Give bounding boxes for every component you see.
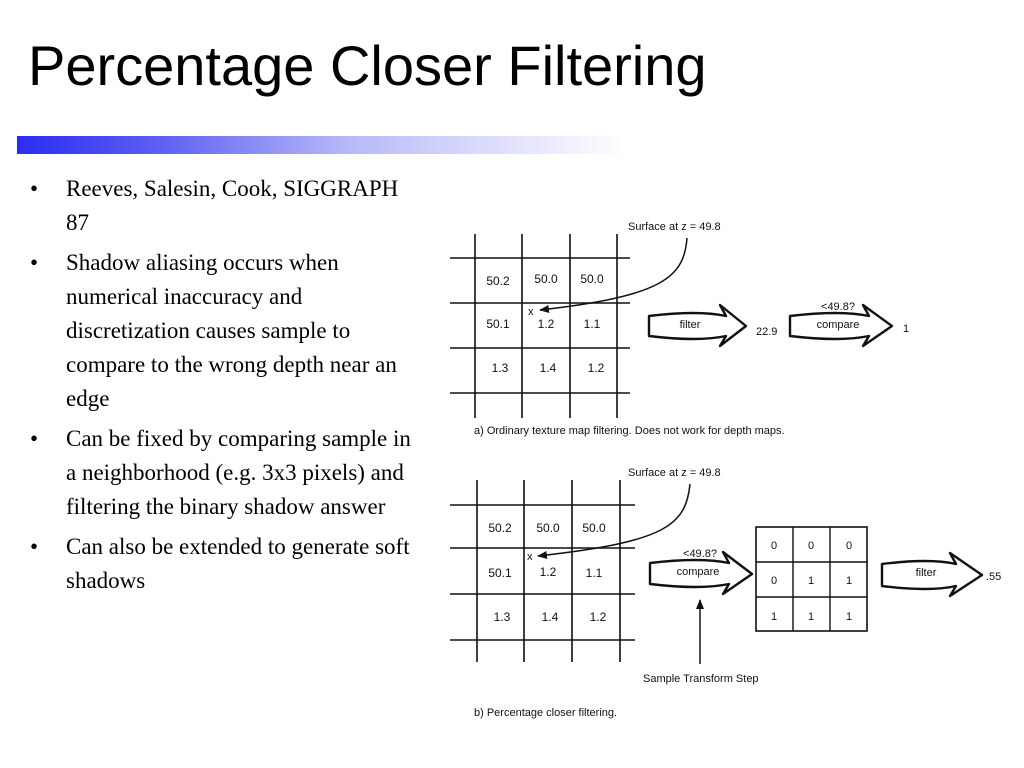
binary-cell: 0	[771, 540, 777, 552]
panel-b-depth-values: 50.2 50.0 50.0 50.1 1.2 1.1 1.3 1.4 1.2	[488, 521, 606, 624]
bullet-list: Reeves, Salesin, Cook, SIGGRAPH 87 Shado…	[28, 172, 418, 604]
surface-pointer-arrow	[537, 483, 691, 559]
binary-cell: 1	[846, 575, 852, 587]
sample-x-mark: x	[528, 306, 534, 318]
panel-a-grid-lines	[450, 234, 630, 418]
surface-pointer-arrow	[539, 237, 688, 313]
bullet-item: Reeves, Salesin, Cook, SIGGRAPH 87	[28, 172, 418, 240]
depth-cell: 50.2	[486, 274, 510, 288]
depth-cell: 50.1	[486, 317, 510, 331]
filter-arrow: filter	[647, 303, 748, 348]
depth-cell: 50.0	[534, 272, 558, 286]
compare-arrow: compare	[648, 550, 754, 596]
panel-a: 50.2 50.0 50.0 50.1 1.2 1.1 1.3 1.4 1.2 …	[450, 221, 909, 437]
depth-cell: 1.2	[590, 610, 607, 624]
compare-label: compare	[817, 319, 860, 331]
binary-cell: 0	[846, 540, 852, 552]
panel-a-depth-values: 50.2 50.0 50.0 50.1 1.2 1.1 1.3 1.4 1.2	[486, 272, 604, 375]
panel-b-grid-lines	[450, 480, 635, 662]
compare-result: 1	[903, 323, 909, 335]
sample-transform-label: Sample Transform Step	[643, 673, 759, 685]
slide-title: Percentage Closer Filtering	[28, 34, 707, 97]
panel-b: 50.2 50.0 50.0 50.1 1.2 1.1 1.3 1.4 1.2 …	[450, 467, 1001, 719]
depth-cell: 1.2	[540, 565, 557, 579]
depth-cell: 1.1	[586, 566, 603, 580]
depth-cell: 50.0	[580, 272, 604, 286]
filter-result: 22.9	[756, 326, 777, 338]
title-gradient-rule	[17, 136, 627, 154]
filter-label: filter	[916, 567, 937, 579]
sample-x-mark: x	[527, 551, 533, 563]
pcf-figure: 50.2 50.0 50.0 50.1 1.2 1.1 1.3 1.4 1.2 …	[440, 205, 1024, 730]
binary-cell: 1	[808, 575, 814, 587]
binary-cell: 1	[808, 611, 814, 623]
binary-grid: 0 0 0 0 1 1 1 1 1	[755, 526, 868, 632]
surface-label: Surface at z = 49.8	[628, 467, 721, 479]
bullet-item: Can be fixed by comparing sample in a ne…	[28, 422, 418, 524]
compare-question: <49.8?	[683, 548, 717, 560]
compare-question: <49.8?	[821, 301, 855, 313]
binary-cell: 1	[846, 611, 852, 623]
depth-cell: 50.0	[536, 521, 560, 535]
binary-cell: 1	[771, 611, 777, 623]
depth-cell: 50.1	[488, 566, 512, 580]
filter-result: .55	[986, 571, 1001, 583]
compare-label: compare	[677, 566, 720, 578]
bullet-item: Can also be extended to generate soft sh…	[28, 530, 418, 598]
pcf-diagram: 50.2 50.0 50.0 50.1 1.2 1.1 1.3 1.4 1.2 …	[450, 221, 1001, 719]
filter-arrow: filter	[880, 551, 984, 598]
binary-cell: 0	[771, 575, 777, 587]
compare-arrow: compare	[788, 303, 894, 348]
depth-cell: 1.2	[588, 361, 605, 375]
binary-cell: 0	[808, 540, 814, 552]
filter-label: filter	[680, 319, 701, 331]
depth-cell: 1.1	[584, 317, 601, 331]
depth-cell: 50.0	[582, 521, 606, 535]
depth-cell: 1.3	[492, 361, 509, 375]
depth-cell: 50.2	[488, 521, 512, 535]
depth-cell: 1.4	[540, 361, 557, 375]
panel-a-caption: a) Ordinary texture map filtering. Does …	[474, 425, 785, 437]
depth-cell: 1.4	[542, 610, 559, 624]
bullet-item: Shadow aliasing occurs when numerical in…	[28, 246, 418, 416]
depth-cell: 1.3	[494, 610, 511, 624]
surface-label: Surface at z = 49.8	[628, 221, 721, 233]
depth-cell: 1.2	[538, 317, 555, 331]
panel-b-caption: b) Percentage closer filtering.	[474, 707, 617, 719]
